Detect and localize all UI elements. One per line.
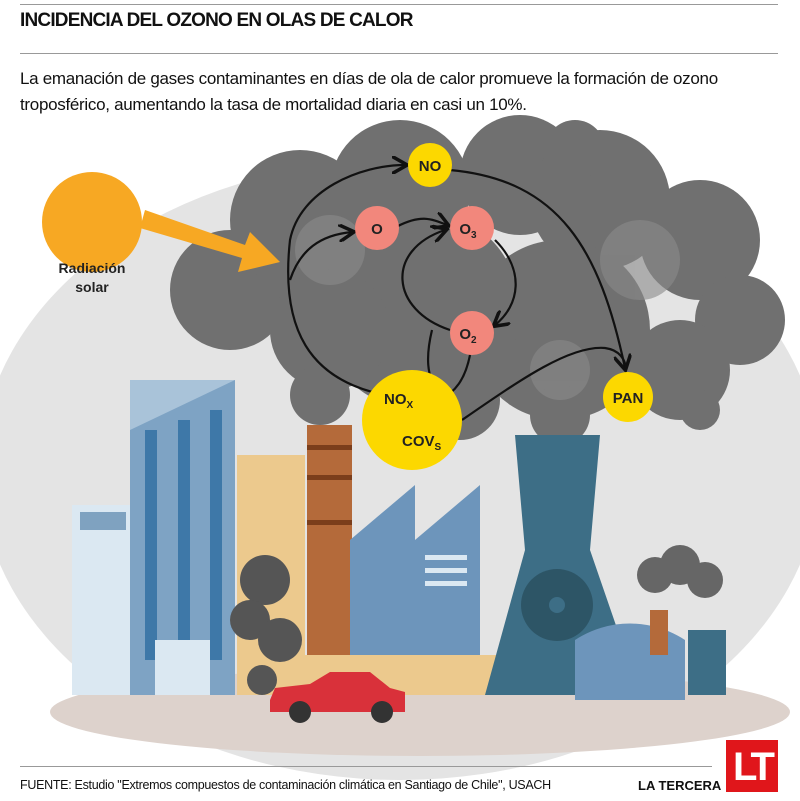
svg-text:O3: O3 — [459, 221, 477, 241]
node-o: O — [355, 206, 399, 250]
node-pan: PAN — [603, 372, 653, 422]
svg-text:PAN: PAN — [613, 390, 644, 407]
sun-label-2: solar — [75, 279, 109, 295]
sun-label-1: Radiación — [59, 260, 126, 276]
reaction-arrows — [287, 165, 626, 421]
radiation-arrow — [140, 210, 280, 272]
node-nox-covs: NOX COVS — [362, 370, 462, 470]
brand-name: LA TERCERA — [638, 778, 722, 793]
node-no: NO — [408, 143, 452, 187]
brand-logo: LT — [726, 740, 778, 792]
page-title: INCIDENCIA DEL OZONO EN OLAS DE CALOR — [20, 10, 413, 31]
source-text: FUENTE: Estudio "Extremos compuestos de … — [20, 778, 551, 792]
buildings — [72, 380, 726, 700]
svg-text:O2: O2 — [459, 326, 477, 346]
lead-text: La emanación de gases contaminantes en d… — [20, 69, 718, 114]
sun-icon — [42, 172, 142, 272]
top-divider — [20, 4, 778, 5]
svg-text:NOX: NOX — [384, 391, 414, 411]
node-o3: O3 — [450, 206, 494, 250]
svg-text:NO: NO — [419, 158, 442, 175]
title-divider — [20, 53, 778, 54]
svg-text:COVS: COVS — [402, 433, 442, 453]
node-o2: O2 — [450, 311, 494, 355]
svg-text:O: O — [371, 221, 383, 238]
car-icon — [270, 672, 405, 723]
footer-divider — [20, 766, 712, 767]
